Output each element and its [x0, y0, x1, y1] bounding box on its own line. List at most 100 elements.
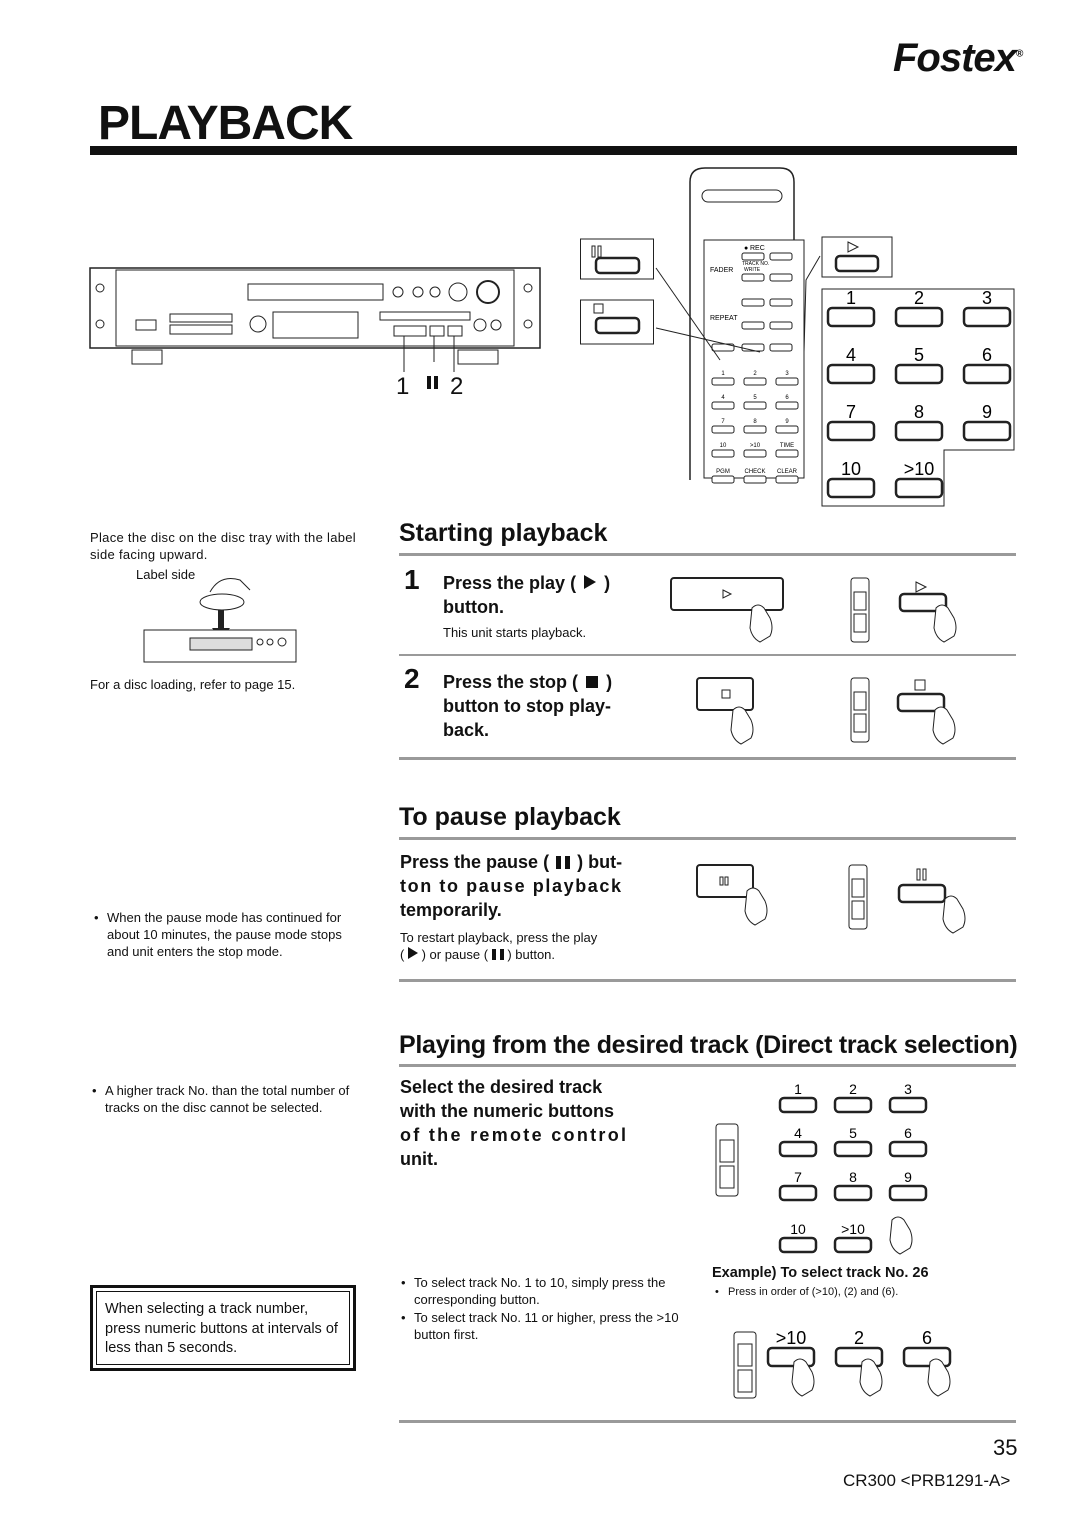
section-rule	[399, 1420, 1016, 1423]
remote-repeat-label: REPEAT	[710, 315, 738, 322]
remote-key: TIME	[775, 443, 799, 458]
pause-note: When the pause mode has continued for ab…	[94, 909, 362, 960]
title-rule	[90, 146, 1017, 155]
remote-key-label: 7	[721, 419, 725, 425]
direct-key-1: 1	[778, 1081, 818, 1114]
direct-key-7: 7	[778, 1169, 818, 1202]
direct-key-5-label: 5	[849, 1125, 857, 1141]
step1-heading-end: )	[604, 573, 611, 593]
direct-bullet-1: To select track No. 1 to 10, simply pres…	[401, 1274, 684, 1308]
remote-key: 9	[775, 419, 799, 434]
remote-key-label: 8	[753, 419, 757, 425]
zoom-key-4-label: 4	[846, 345, 856, 365]
direct-key-11-label: >10	[841, 1221, 865, 1237]
zoom-key-1: 1	[826, 288, 876, 328]
section-title-starting: Starting playback	[399, 519, 608, 547]
remote-key-label: 3	[785, 371, 789, 377]
remote-key: 3	[775, 371, 799, 386]
section-title-pause: To pause playback	[399, 803, 621, 831]
disc-tray-illustration	[143, 578, 297, 663]
registered-mark: ®	[1015, 48, 1023, 60]
zoom-key-6-label: 6	[982, 345, 992, 365]
disc-loading-ref: For a disc loading, refer to page 15.	[90, 677, 296, 692]
example-title: Example) To select track No. 26	[712, 1265, 929, 1281]
example-sub: Press in order of (>10), (2) and (6).	[715, 1286, 898, 1298]
svg-text:●: ●	[744, 245, 748, 252]
direct-key-6-label: 6	[904, 1125, 912, 1141]
callout-1: 1	[396, 373, 410, 400]
zoom-key-8-label: 8	[914, 402, 924, 422]
note-box-text: When selecting a track number, press num…	[96, 1291, 350, 1365]
remote-key-label: 9	[785, 419, 789, 425]
pause-icon	[491, 949, 504, 960]
direct-key-9: 9	[888, 1169, 928, 1202]
remote-key-label: CHECK	[744, 469, 765, 475]
note-box: When selecting a track number, press num…	[90, 1285, 356, 1371]
pause-sub-mid: ) or pause (	[421, 947, 489, 962]
step1-heading: Press the play (	[443, 573, 577, 593]
direct-heading-line3: of the remote control	[400, 1125, 629, 1145]
step-number: 2	[404, 663, 420, 694]
pause-sub-open: (	[400, 947, 405, 962]
direct-key-3-label: 3	[904, 1081, 912, 1097]
stop-illustration	[696, 677, 956, 745]
direct-heading-line4: unit.	[400, 1149, 438, 1169]
step2-heading: Press the stop (	[443, 672, 579, 692]
step-number: 1	[404, 564, 420, 595]
remote-key: 4	[711, 395, 735, 410]
direct-heading-line2: with the numeric buttons	[400, 1101, 614, 1121]
remote-key: 7	[711, 419, 735, 434]
zoom-key-2-label: 2	[914, 288, 924, 308]
step1-heading-line2: button.	[443, 597, 504, 617]
zoom-key-9: 9	[962, 402, 1012, 442]
step-rule	[399, 654, 1016, 656]
disc-placement-text: Place the disc on the disc tray with the…	[90, 530, 356, 562]
zoom-key-9-label: 9	[982, 402, 992, 422]
page-title: PLAYBACK	[98, 97, 353, 150]
hand-icon	[927, 1358, 951, 1397]
page-number: 35	[993, 1435, 1018, 1460]
remote-fader-label: FADER	[710, 267, 733, 274]
play-icon	[407, 947, 418, 959]
direct-key-4-label: 4	[794, 1125, 802, 1141]
direct-key-8: 8	[833, 1169, 873, 1202]
play-icon	[584, 575, 597, 589]
direct-key-6: 6	[888, 1125, 928, 1158]
direct-key-2: 2	[833, 1081, 873, 1114]
remote-write-label: WRITE	[744, 267, 761, 273]
zoom-key-6: 6	[962, 345, 1012, 385]
zoom-key-2: 2	[894, 288, 944, 328]
direct-key-4: 4	[778, 1125, 818, 1158]
direct-key-11: >10	[833, 1221, 873, 1254]
example-key-3-label: 6	[922, 1328, 932, 1348]
section-rule	[399, 553, 1016, 556]
track-note: A higher track No. than the total number…	[92, 1082, 360, 1116]
pause-icon	[556, 856, 571, 869]
direct-key-10-label: 10	[790, 1221, 806, 1237]
remote-key-label: 1	[721, 371, 725, 377]
zoom-key-3: 3	[962, 288, 1012, 328]
direct-key-9-label: 9	[904, 1169, 912, 1185]
remote-key: 8	[743, 419, 767, 434]
section-rule	[399, 757, 1016, 760]
pause-sub-end: ) button.	[507, 947, 556, 962]
step1-sub: This unit starts playback.	[443, 625, 587, 640]
remote-key: 10	[711, 443, 735, 458]
direct-heading-line1: Select the desired track	[400, 1077, 603, 1097]
cd-player-illustration	[89, 267, 541, 372]
remote-key-label: 2	[753, 371, 757, 377]
example-key-1-label: >10	[776, 1328, 807, 1348]
pause-sub-line1: To restart playback, press the play	[400, 930, 598, 945]
remote-key: 2	[743, 371, 767, 386]
section-rule	[399, 837, 1016, 840]
remote-rec-label: REC	[750, 245, 765, 252]
direct-key-8-label: 8	[849, 1169, 857, 1185]
zoom-key-1-label: 1	[846, 288, 856, 308]
play-illustration	[670, 577, 957, 643]
direct-key-2-label: 2	[849, 1081, 857, 1097]
direct-key-10: 10	[778, 1221, 818, 1254]
pause-heading: Press the pause (	[400, 852, 550, 872]
example-key-3: 6	[902, 1328, 952, 1368]
